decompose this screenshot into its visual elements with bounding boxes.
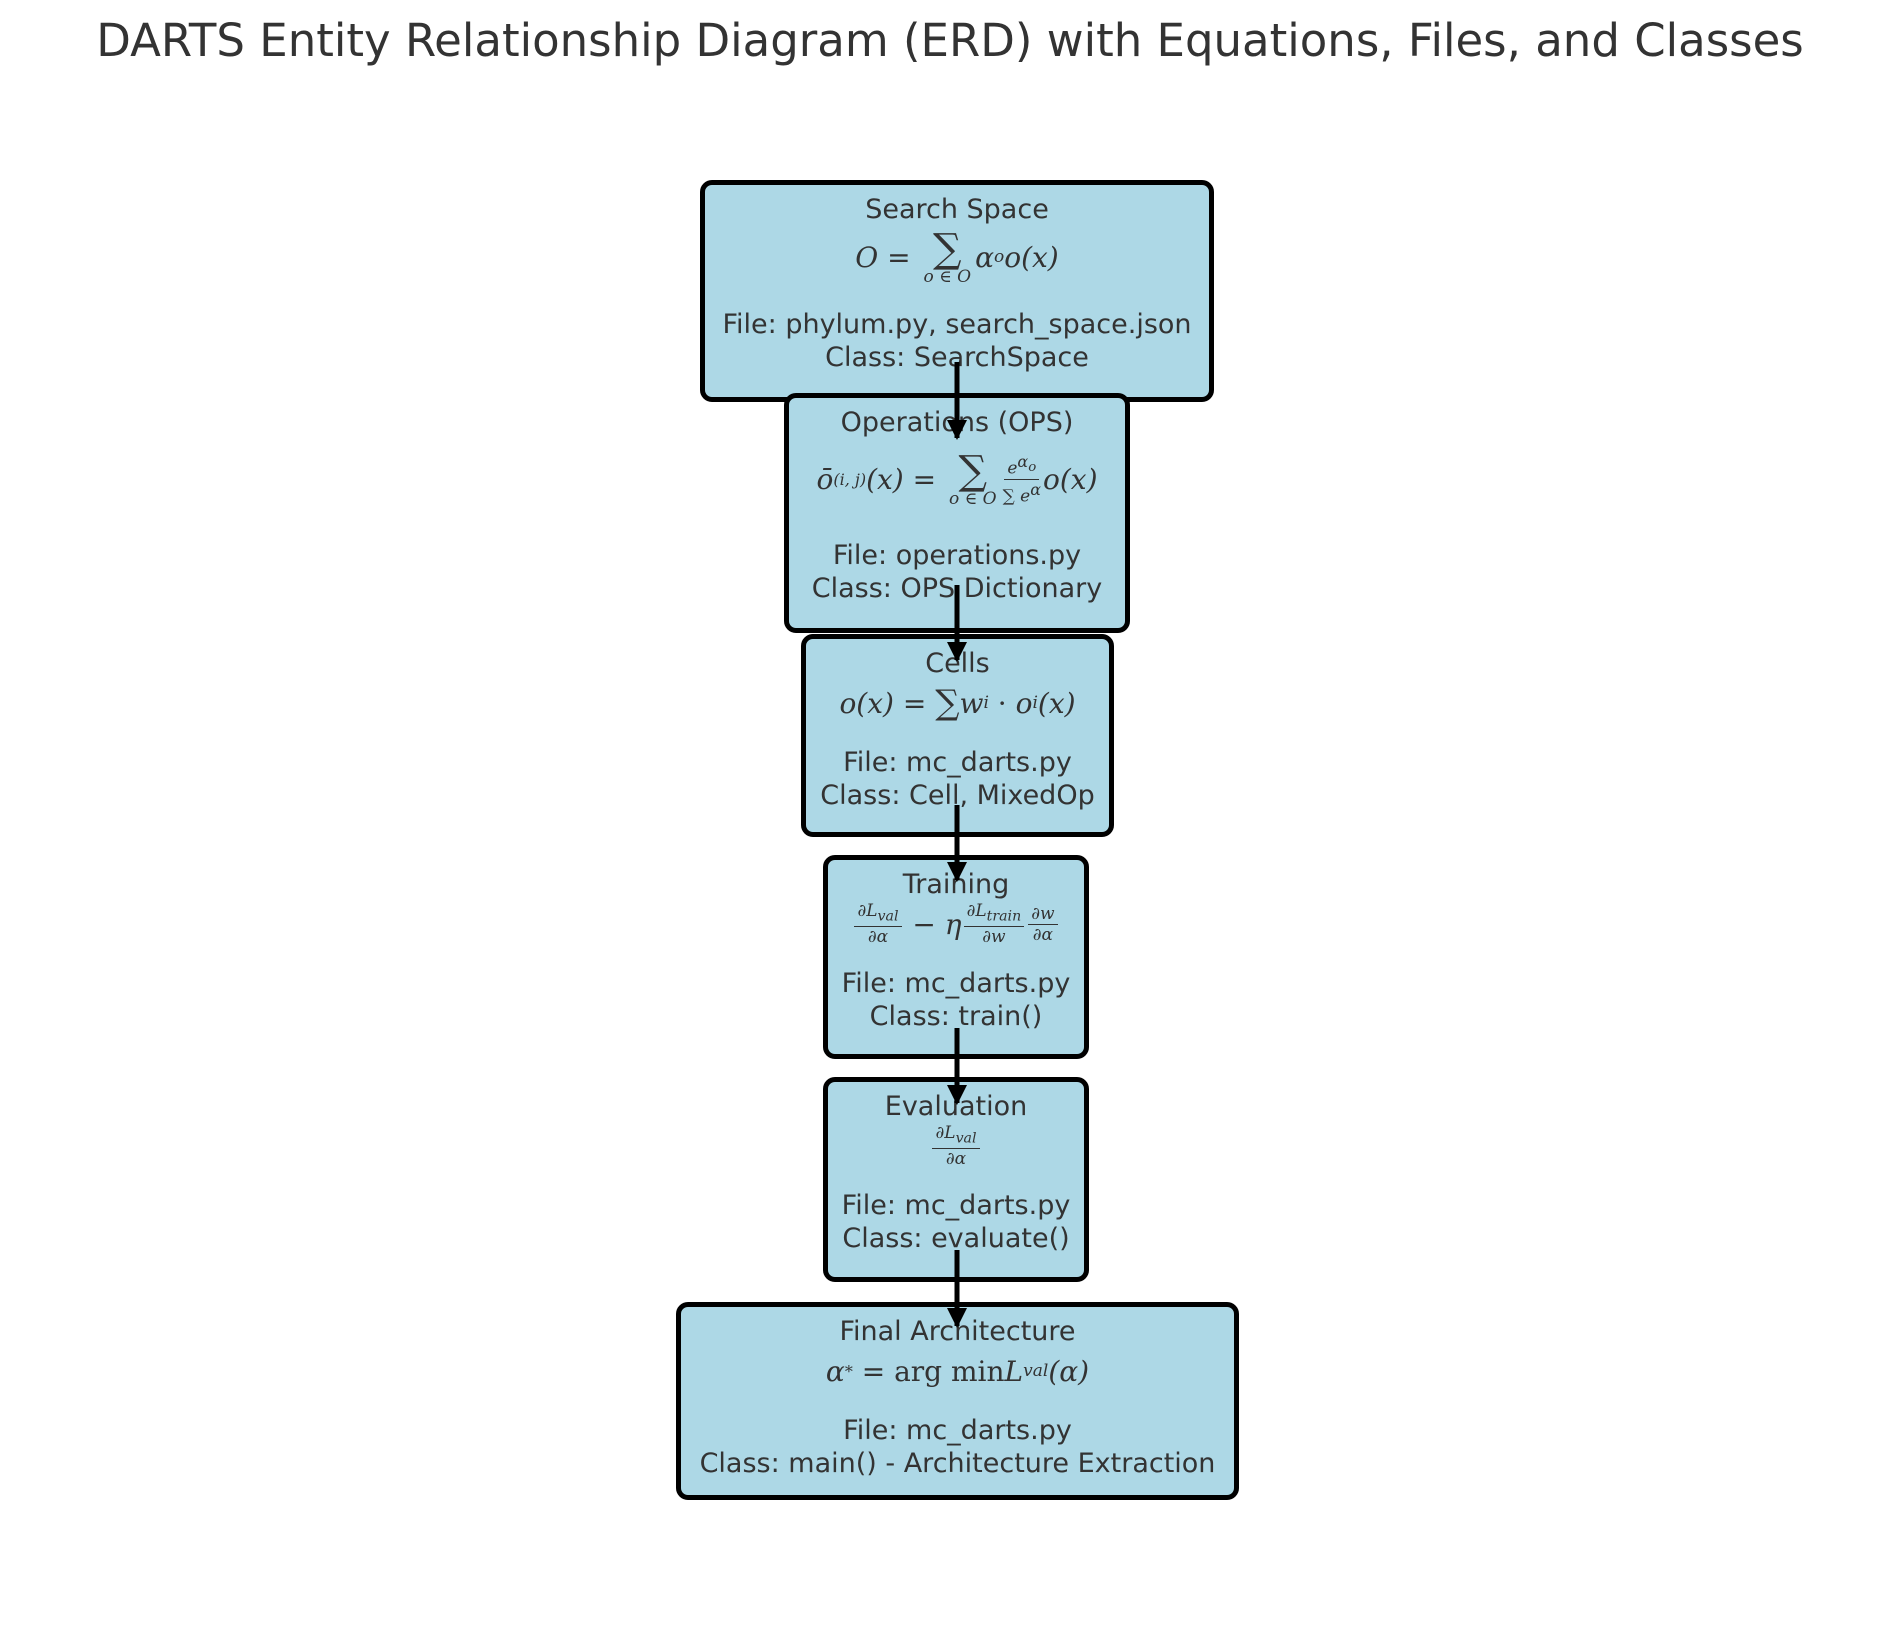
node-training: Training ∂Lval∂α − η∂Ltrain∂w∂w∂α File: … [823, 855, 1089, 1059]
node-class: Class: train() [869, 1001, 1043, 1032]
node-equation: ∂Lval∂α − η∂Ltrain∂w∂w∂α [828, 901, 1084, 947]
node-title: Training [902, 869, 1010, 900]
node-file: File: mc_darts.py [843, 747, 1072, 778]
node-title: Cells [925, 648, 990, 679]
node-title: Evaluation [884, 1091, 1028, 1122]
node-file: File: mc_darts.py [841, 1190, 1071, 1221]
node-title: Final Architecture [839, 1316, 1076, 1347]
diagram-title: DARTS Entity Relationship Diagram (ERD) … [96, 14, 1804, 67]
node-file: File: mc_darts.py [841, 968, 1071, 999]
node-class: Class: OPS Dictionary [811, 573, 1103, 604]
node-title: Operations (OPS) [840, 407, 1074, 438]
node-evaluation: Evaluation ∂Lval∂α File: mc_darts.py Cla… [823, 1077, 1089, 1282]
node-file: File: operations.py [832, 540, 1082, 571]
node-class: Class: evaluate() [842, 1223, 1070, 1254]
node-file: File: mc_darts.py [843, 1415, 1072, 1446]
node-class: Class: SearchSpace [825, 342, 1089, 373]
node-title: Search Space [865, 194, 1049, 225]
node-class: Class: Cell, MixedOp [820, 780, 1095, 811]
node-file: File: phylum.py, search_space.json [722, 309, 1192, 340]
node-equation: ∂Lval∂α [828, 1123, 1084, 1169]
node-class: Class: main() - Architecture Extraction [699, 1448, 1216, 1479]
